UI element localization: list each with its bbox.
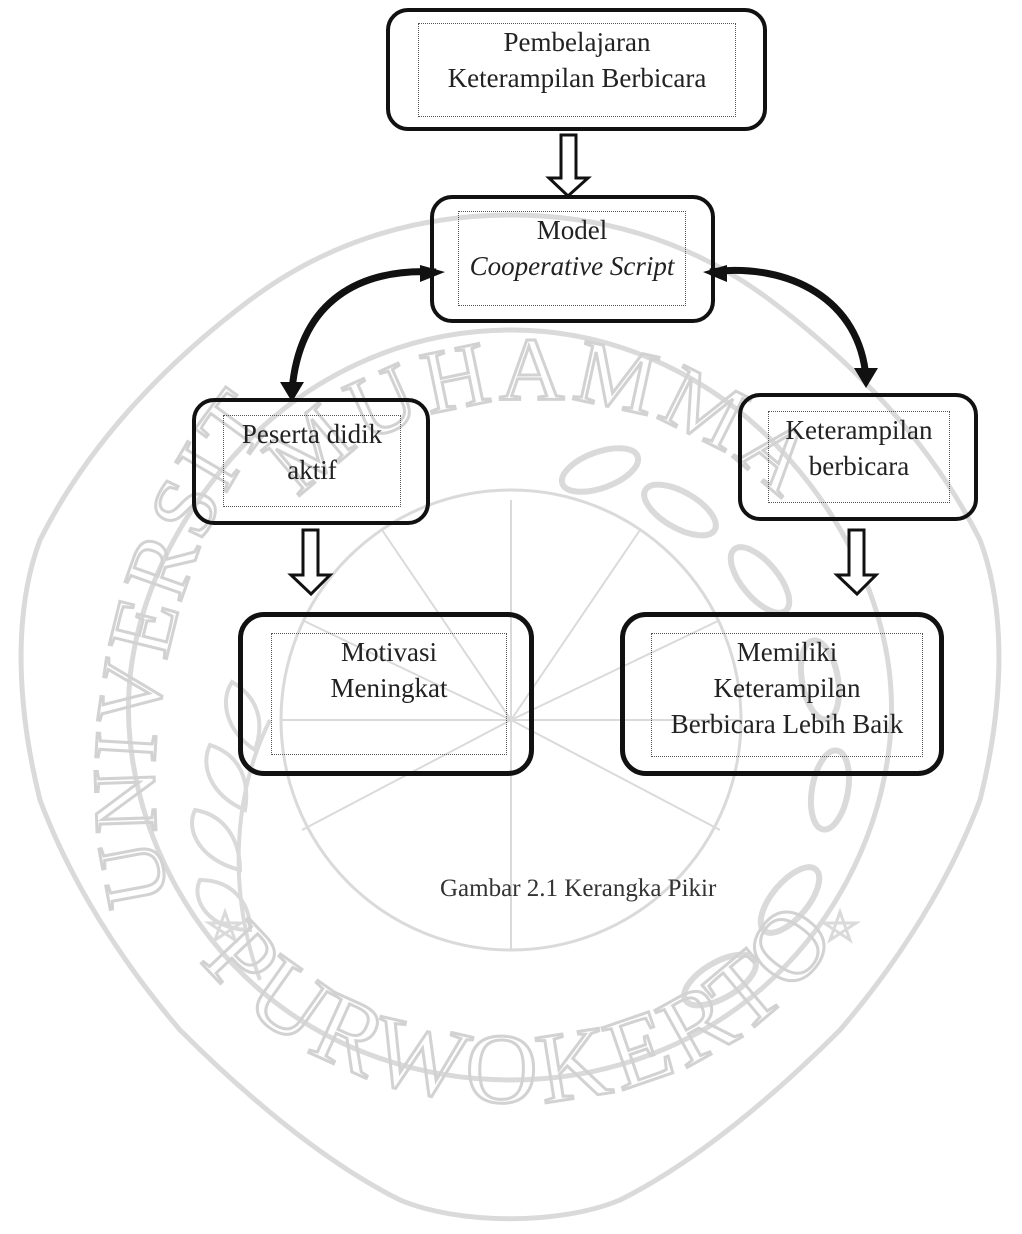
node-memiliki-line3: Berbicara Lebih Baik — [670, 709, 904, 739]
node-memiliki-line1: Memiliki — [736, 637, 838, 667]
node-keterampilan-line2: berbicara — [808, 451, 910, 481]
node-peserta-didik-aktif: Peserta didik aktif — [192, 398, 430, 525]
seal-inner-ring — [125, 327, 895, 1083]
node-memiliki-keterampilan: Memiliki Keterampilan Berbicara Lebih Ba… — [620, 612, 944, 776]
node-keterampilan-inner: Keterampilan berbicara — [768, 411, 950, 503]
figure-caption: Gambar 2.1 Kerangka Pikir — [440, 875, 717, 902]
node-pembelajaran-line2: Keterampilan Berbicara — [447, 63, 707, 93]
arrow-top-to-model — [545, 133, 592, 199]
node-peserta-line2: aktif — [287, 455, 337, 485]
node-motivasi-line1: Motivasi — [340, 637, 437, 667]
node-motivasi-line2: Meningkat — [330, 673, 448, 703]
arrow-left-to-motivasi — [287, 528, 334, 597]
node-model-cooperative-script: Model Cooperative Script — [430, 195, 715, 323]
node-model-line2: Cooperative Script — [469, 251, 675, 281]
arrow-right-to-memiliki — [833, 528, 880, 597]
node-memiliki-inner: Memiliki Keterampilan Berbicara Lebih Ba… — [651, 633, 923, 757]
node-memiliki-line2: Keterampilan — [713, 673, 861, 703]
node-model-line1: Model — [536, 215, 608, 245]
node-pembelajaran-line1: Pembelajaran — [503, 27, 651, 57]
node-pembelajaran: Pembelajaran Keterampilan Berbicara — [386, 8, 767, 131]
curved-arrow-model-to-left — [280, 265, 445, 402]
curved-arrow-model-to-right — [703, 265, 878, 388]
node-keterampilan-berbicara: Keterampilan berbicara — [738, 393, 978, 521]
node-model-inner: Model Cooperative Script — [458, 211, 686, 306]
node-keterampilan-line1: Keterampilan — [785, 415, 933, 445]
node-pembelajaran-inner: Pembelajaran Keterampilan Berbicara — [418, 23, 736, 117]
node-peserta-line1: Peserta didik — [241, 419, 383, 449]
node-peserta-inner: Peserta didik aktif — [223, 415, 401, 507]
seal-outer-ring — [18, 212, 1002, 1222]
node-motivasi-inner: Motivasi Meningkat — [271, 633, 507, 755]
node-motivasi-meningkat: Motivasi Meningkat — [238, 612, 534, 776]
